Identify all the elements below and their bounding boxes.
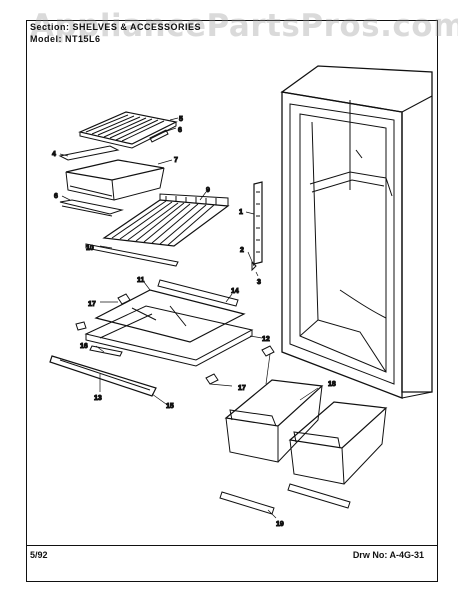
callout-9: 9	[206, 187, 210, 194]
part-pan-frame-6	[59, 199, 124, 217]
callout-19: 19	[276, 521, 284, 528]
part-screw-2	[251, 260, 257, 272]
drawing-frame	[26, 20, 438, 582]
callout-6-top: 6	[178, 127, 182, 134]
callout-6-bottom: 6	[54, 193, 58, 200]
part-shelf-frame-12	[84, 305, 254, 367]
part-pan-cover-4	[58, 145, 120, 161]
refrigerator-cabinet	[280, 65, 433, 399]
callout-1: 1	[239, 209, 243, 216]
part-wire-shelf-9	[102, 193, 230, 247]
part-bracket-17	[75, 293, 275, 385]
part-glass-shelf-11	[94, 289, 246, 343]
part-shelf-rail-1	[253, 181, 263, 265]
callout-17-bottom: 17	[238, 385, 246, 392]
part-crisper-drawer-18a	[224, 379, 324, 463]
callout-17-top: 17	[88, 301, 96, 308]
part-crisper-drawer-18b	[288, 401, 388, 485]
part-shelf-trim-14	[157, 279, 239, 307]
callout-2: 2	[240, 247, 244, 254]
callout-leaders	[59, 117, 319, 519]
callout-15: 15	[166, 403, 174, 410]
part-wire-shelf-top	[78, 111, 178, 149]
footer-rule	[26, 545, 438, 546]
part-front-trim-13	[49, 355, 157, 397]
section-title: Section: SHELVES & ACCESSORIES	[30, 22, 202, 32]
callout-7: 7	[174, 157, 178, 164]
callout-12: 12	[262, 336, 270, 343]
callout-18: 18	[328, 381, 336, 388]
watermark: AppliancePartsPros.com	[30, 8, 458, 44]
model-label: Model: NT15L6	[30, 34, 101, 44]
callout-5: 5	[179, 116, 183, 123]
callout-14: 14	[231, 288, 239, 295]
part-shelf-trim-10	[85, 243, 179, 267]
part-meat-pan-7	[65, 159, 165, 201]
callout-13: 13	[94, 395, 102, 402]
callout-11: 11	[137, 277, 145, 284]
callout-4: 4	[52, 151, 56, 158]
part-shelf-support-6	[149, 129, 169, 143]
revision-date: 5/92	[30, 550, 48, 560]
callout-16: 16	[80, 343, 88, 350]
callout-3: 3	[257, 279, 261, 286]
callout-10: 10	[86, 245, 94, 252]
drawing-number: Drw No: A-4G-31	[352, 550, 424, 560]
part-drawer-trim-19	[219, 483, 351, 515]
part-trim-16	[89, 345, 123, 357]
